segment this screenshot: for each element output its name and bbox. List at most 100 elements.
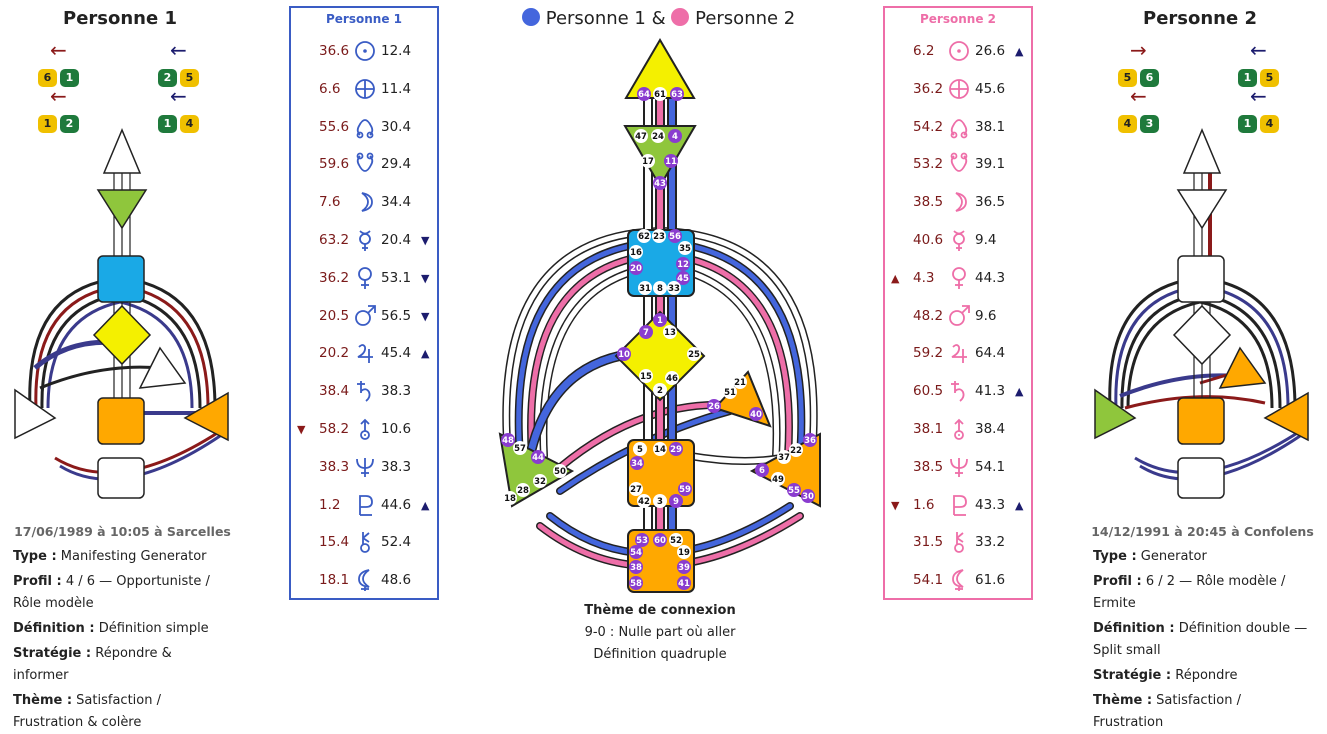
spleen-center [14,388,57,440]
sacral-center [1177,397,1225,445]
gate-badge [635,533,649,547]
gate-badge [629,560,643,574]
profil-value: 6 / 2 — Rôle modèle / Ermite [1093,574,1286,611]
personality-gate: 29.4 [381,156,412,173]
planet-row: 59.2 64.4 [885,338,1031,376]
gate-number: 7 [643,328,649,338]
gate-number: 38 [630,563,642,573]
person1-color-dot [522,8,540,26]
gate-number: 21 [734,378,746,388]
personality-gate: 11.4 [381,80,412,97]
pill-color: 1 [38,115,57,133]
pluto-icon [947,493,971,517]
caption-title: Thème de connexion [584,603,736,618]
planet-row: 20.5 56.5 ▼ [291,301,437,339]
gate-number: 9 [673,497,679,507]
design-gate: 15.4 [319,534,350,551]
gate-number: 48 [502,436,514,446]
design-gate: 59.2 [913,345,944,362]
gate-badge [668,129,682,143]
gate-badge [789,443,803,457]
legend-person1: Personne 1 & [545,8,666,29]
design-gate: 38.5 [913,194,944,211]
caption-line2: Définition quadruple [593,647,727,662]
gate-badge [687,347,701,361]
personality-gate: 64.4 [975,345,1006,362]
saturn-icon [353,379,377,403]
gate-badge [533,474,547,488]
personality-gate: 45.4 [381,345,412,362]
personality-gate: 38.4 [975,421,1006,437]
saturn-icon [947,379,971,403]
profil-label: Profil : [1093,574,1142,589]
personality-gate: 34.4 [381,194,412,211]
caption-line1: 9-0 : Nulle part où aller [584,625,736,640]
gate-number: 3 [657,497,663,507]
design-gate: 54.1 [913,572,944,589]
design-gate: 55.6 [319,118,350,135]
right-marker: ▼ [421,309,430,323]
definition-label: Définition : [13,621,95,636]
design-gate: 31.5 [913,534,944,551]
personality-gate: 9.6 [975,307,997,324]
moon-icon [353,190,377,214]
person2-color-dot [671,8,690,26]
solar-center [1263,391,1309,442]
gate-number: 32 [534,477,546,487]
legend: Personne 1 & Personne 2 [522,8,795,29]
personality-gate: 30.4 [381,118,412,135]
personality-gate: 38.1 [975,118,1006,135]
design-gate: 53.2 [913,156,944,173]
gate-number: 39 [678,563,690,573]
mars-icon [353,304,377,328]
gate-number: 19 [678,548,690,558]
personality-gate: 48.6 [381,572,412,589]
personality-gate: 38.3 [381,383,412,400]
gate-badge [637,229,651,243]
g-center [614,310,706,402]
gate-number: 31 [639,284,651,294]
design-gate: 40.6 [913,232,944,248]
arrow-right-icon: → [1130,38,1147,62]
lilith-icon [353,568,377,592]
gate-badge [641,154,655,168]
head-center [102,128,142,174]
gate-number: 61 [654,90,666,100]
personality-gate: 12.4 [381,43,412,59]
earth-icon [947,77,971,101]
gate-badge [676,257,690,271]
gate-badge [653,494,667,508]
gate-number: 13 [664,328,676,338]
gate-number: 17 [642,157,654,167]
strategie-value: Répondre [1175,668,1238,683]
personality-gate: 43.3 [975,496,1006,513]
gate-number: 8 [657,284,663,294]
jupiter-icon [947,341,971,365]
person1-details: Type : Manifesting Generator Profil : 4 … [13,546,228,734]
personality-gate: 56.5 [381,307,412,324]
person1-title: Personne 1 [63,8,177,29]
design-gate: 20.5 [319,307,350,324]
person2-details: Type : Generator Profil : 6 / 2 — Rôle m… [1093,546,1313,734]
type-value: Manifesting Generator [60,549,207,564]
definition-label: Définition : [1093,621,1175,636]
pill-color: 5 [1118,69,1137,87]
arrow-left-icon: ← [1250,38,1267,62]
definition-value: Définition double — Split small [1093,621,1308,658]
gate-badge [676,271,690,285]
strategie-label: Stratégie : [13,646,92,661]
right-marker: ▼ [421,234,430,247]
gate-badge [531,450,545,464]
arrow-left-icon: ← [170,38,187,62]
type-label: Type : [1093,549,1137,564]
personality-gate: 41.3 [975,383,1006,400]
